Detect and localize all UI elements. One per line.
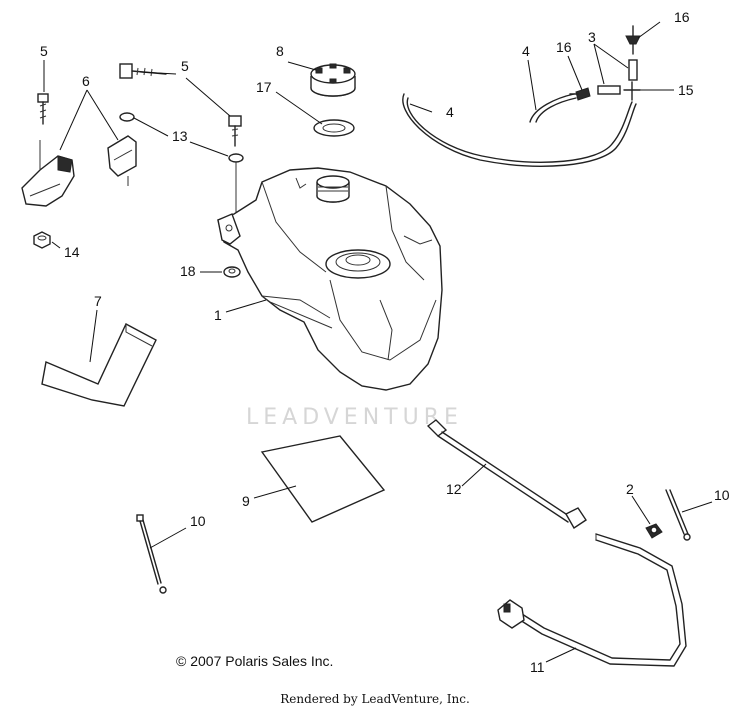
callout-18-grommet: 18 bbox=[180, 263, 196, 279]
callout-15-tee: 15 bbox=[678, 82, 694, 98]
washers bbox=[119, 112, 244, 214]
bolt-top bbox=[119, 63, 167, 79]
grommet bbox=[223, 266, 241, 278]
bracket-left bbox=[21, 140, 75, 207]
callout-7-pad: 7 bbox=[94, 293, 102, 309]
callout-3-hose: 3 bbox=[588, 29, 596, 45]
callout-14-nut: 14 bbox=[64, 244, 80, 260]
fuel-cap bbox=[310, 63, 356, 97]
watermark-text: LEADVENTURE bbox=[246, 405, 463, 430]
callout-13-washer: 13 bbox=[172, 128, 188, 144]
cable-tie-left bbox=[136, 514, 167, 594]
heat-shield bbox=[260, 435, 386, 523]
tank-pad bbox=[41, 323, 157, 407]
check-valve-small bbox=[569, 87, 591, 101]
callout-1-tank: 1 bbox=[214, 307, 222, 323]
hose-section-vertical bbox=[628, 59, 638, 81]
bracket-right bbox=[107, 135, 137, 186]
cap-gasket bbox=[313, 119, 355, 137]
tee-fitting bbox=[623, 81, 641, 101]
callout-4-vent-long: 4 bbox=[446, 104, 454, 120]
clamp bbox=[645, 523, 663, 539]
callout-5-bolt-top: 5 bbox=[181, 58, 189, 74]
copyright-notice: © 2007 Polaris Sales Inc. bbox=[176, 653, 334, 669]
nut bbox=[33, 231, 51, 249]
check-valve-top bbox=[625, 25, 641, 55]
fuel-tank bbox=[217, 167, 443, 391]
callout-4-vent-short: 4 bbox=[522, 43, 530, 59]
cable-tie-right bbox=[665, 489, 691, 541]
leader-lines bbox=[43, 21, 713, 663]
callout-10-tie-right: 10 bbox=[714, 487, 730, 503]
fuel-line-bent bbox=[497, 533, 687, 667]
callout-8-fuel-cap: 8 bbox=[276, 43, 284, 59]
callout-5-bolt-left: 5 bbox=[40, 43, 48, 59]
callout-9-shield: 9 bbox=[242, 493, 250, 509]
callout-6-brackets: 6 bbox=[82, 73, 90, 89]
vent-hose-long bbox=[402, 93, 637, 167]
callout-16-valve-top: 16 bbox=[674, 9, 690, 25]
rendered-by-credit: Rendered by LeadVenture, Inc. bbox=[280, 692, 470, 706]
callout-2-clamp: 2 bbox=[626, 481, 634, 497]
callout-10-tie-left: 10 bbox=[190, 513, 206, 529]
callout-11-fuel-line: 11 bbox=[530, 659, 545, 675]
callout-16-valve: 16 bbox=[556, 39, 572, 55]
bolt-right bbox=[228, 115, 242, 147]
vent-hose-short bbox=[529, 93, 577, 123]
hose-section-short bbox=[597, 85, 621, 95]
fuel-line-straight bbox=[426, 419, 587, 529]
callout-12-fuel-line: 12 bbox=[446, 481, 462, 497]
bolt-left bbox=[37, 93, 49, 125]
callout-17-gasket: 17 bbox=[256, 79, 272, 95]
